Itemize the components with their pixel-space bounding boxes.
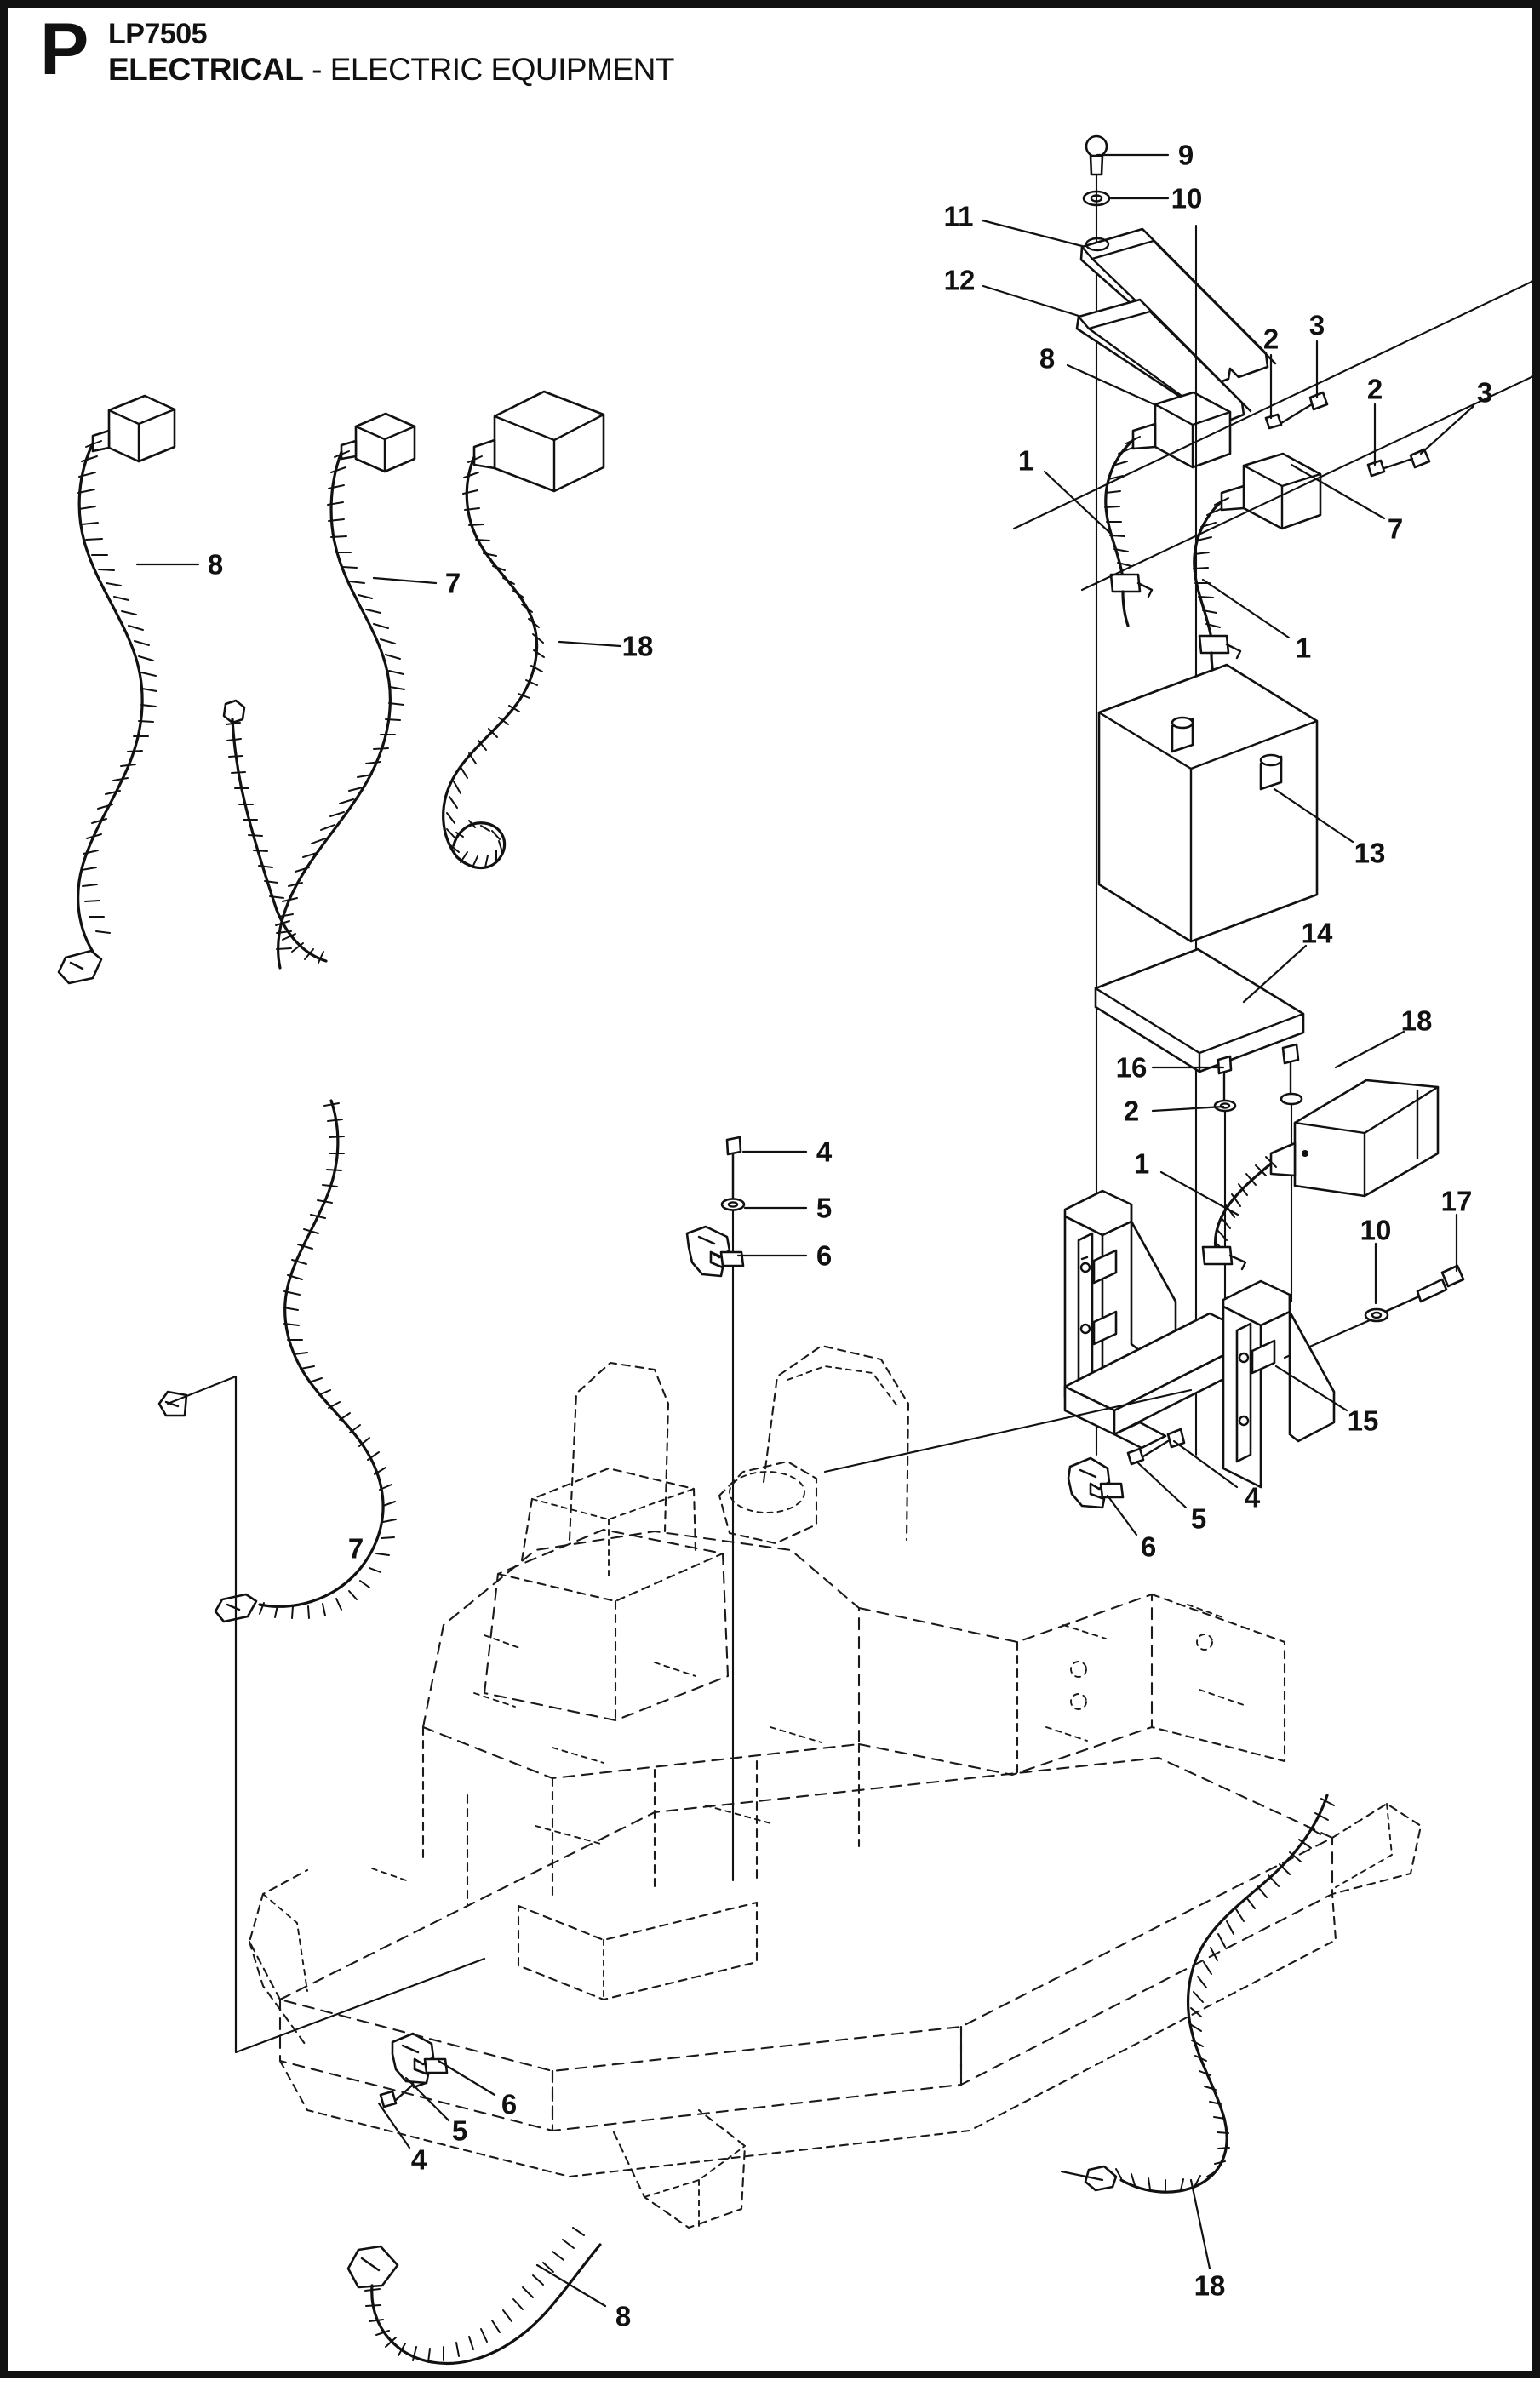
callout-7-left[interactable]: 7 xyxy=(347,1532,364,1565)
callout-18-lower[interactable]: 18 xyxy=(1194,2269,1226,2302)
control-box-18 xyxy=(1201,1079,1440,1271)
cable-clamp-group-lower xyxy=(377,2032,496,2149)
routed-cable-18-bottom xyxy=(1060,1794,1335,2270)
callout-2-b[interactable]: 2 xyxy=(1366,373,1383,405)
cable-clamp-group-upper xyxy=(685,1136,808,1882)
routed-cable-7 xyxy=(157,1099,486,2054)
machine-outline xyxy=(248,1344,1423,2229)
callout-leader-lines xyxy=(981,153,1475,1412)
callout-4-right[interactable]: 4 xyxy=(1244,1481,1261,1513)
exploded-diagram-svg: .ln{fill:none;stroke:#111;stroke-width:2… xyxy=(57,134,1540,2366)
callout-7-detail[interactable]: 7 xyxy=(444,567,461,599)
callout-5-right[interactable]: 5 xyxy=(1190,1502,1207,1535)
tray-hardware xyxy=(1213,1043,1303,1303)
callout-8-lower[interactable]: 8 xyxy=(615,2300,632,2332)
callout-4-upper[interactable]: 4 xyxy=(816,1136,833,1168)
callout-12[interactable]: 12 xyxy=(943,264,976,296)
callout-2-c[interactable]: 2 xyxy=(1123,1095,1140,1127)
callout-10[interactable]: 10 xyxy=(1171,182,1203,215)
callout-8-detail[interactable]: 8 xyxy=(207,548,224,581)
page-title: ELECTRICAL - ELECTRIC EQUIPMENT xyxy=(108,54,674,86)
callout-18-right[interactable]: 18 xyxy=(1400,1004,1433,1037)
callout-11[interactable]: 11 xyxy=(943,200,974,232)
page-header: P LP7505 ELECTRICAL - ELECTRIC EQUIPMENT xyxy=(8,8,1532,110)
callout-9[interactable]: 9 xyxy=(1177,139,1194,171)
callout-13[interactable]: 13 xyxy=(1354,837,1386,869)
assembly-rails xyxy=(1012,224,1540,1456)
model-number: LP7505 xyxy=(108,18,208,50)
cable-clamp-group-right xyxy=(823,1388,1239,1536)
page-title-separator: - xyxy=(303,52,330,87)
callout-16[interactable]: 16 xyxy=(1115,1051,1148,1084)
callout-5-upper[interactable]: 5 xyxy=(816,1192,833,1224)
callout-14[interactable]: 14 xyxy=(1301,917,1333,949)
callout-15[interactable]: 15 xyxy=(1347,1405,1379,1437)
callout-6-upper[interactable]: 6 xyxy=(816,1239,833,1272)
fastener-hardware-group xyxy=(1264,391,1431,478)
page-title-subgroup: ELECTRIC EQUIPMENT xyxy=(329,52,675,87)
relay-connector-upper xyxy=(1104,391,1232,627)
callout-3-b[interactable]: 3 xyxy=(1476,376,1493,409)
callout-1-b[interactable]: 1 xyxy=(1295,632,1312,664)
callout-2-a[interactable]: 2 xyxy=(1262,323,1280,355)
cable-harness-detail-18 xyxy=(442,390,605,870)
callout-8-upper[interactable]: 8 xyxy=(1039,342,1056,375)
callout-10-b[interactable]: 10 xyxy=(1360,1214,1392,1246)
callout-6-right[interactable]: 6 xyxy=(1140,1531,1157,1563)
callout-1-c[interactable]: 1 xyxy=(1133,1147,1150,1180)
diagram-sheet: P LP7505 ELECTRICAL - ELECTRIC EQUIPMENT… xyxy=(8,8,1540,2371)
callout-7-right[interactable]: 7 xyxy=(1387,512,1404,545)
callout-1-a[interactable]: 1 xyxy=(1017,444,1034,477)
tray-bolt-17 xyxy=(1283,1264,1465,1359)
callout-3-a[interactable]: 3 xyxy=(1308,309,1325,341)
callout-4-lower[interactable]: 4 xyxy=(410,2143,427,2176)
callout-5-lower[interactable]: 5 xyxy=(451,2114,468,2147)
routed-cable-8-bottom xyxy=(346,2227,607,2366)
battery xyxy=(1097,663,1319,943)
section-letter: P xyxy=(40,9,89,90)
cable-harness-detail-7 xyxy=(222,412,416,970)
callout-18-detail[interactable]: 18 xyxy=(621,630,654,662)
battery-tray-15 xyxy=(1063,1189,1336,1489)
page-title-group: ELECTRICAL xyxy=(108,52,304,87)
callout-6-lower[interactable]: 6 xyxy=(501,2088,518,2120)
cable-harness-detail-8 xyxy=(57,394,176,985)
diagram-artwork: .ln{fill:none;stroke:#111;stroke-width:2… xyxy=(8,8,1540,2386)
callout-17[interactable]: 17 xyxy=(1440,1185,1473,1217)
cover-plate-assembly xyxy=(1075,134,1277,1456)
